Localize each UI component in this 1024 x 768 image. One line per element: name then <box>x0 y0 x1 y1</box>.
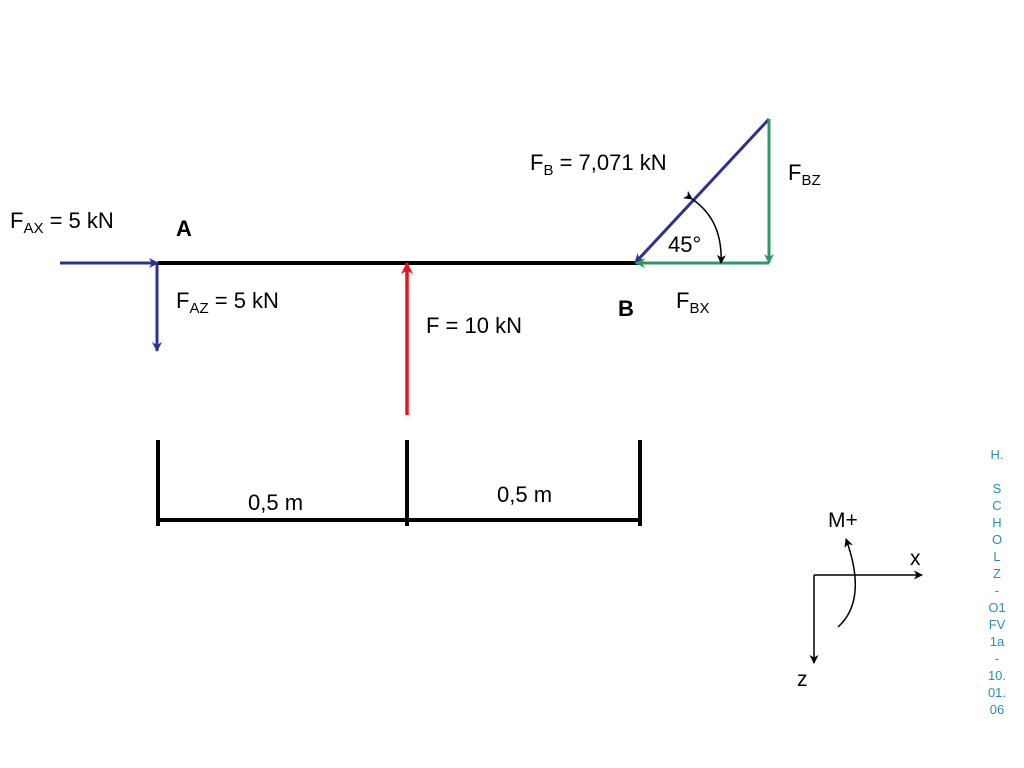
credit-line: S <box>992 481 1002 496</box>
fbz-label: FBZ <box>788 160 821 189</box>
x-axis-label: x <box>910 547 921 570</box>
point-a-label: A <box>176 216 192 241</box>
fbx-label: FBX <box>676 288 709 317</box>
credit-line: - <box>994 651 1000 666</box>
credit-line: H <box>992 515 1002 530</box>
credit-line: O1 <box>988 600 1006 615</box>
credit-line: O <box>991 532 1003 547</box>
moment-arrow <box>837 538 857 628</box>
point-b-label: B <box>618 296 634 321</box>
credit-line: H. <box>990 447 1004 462</box>
credit-line: - <box>994 583 1000 598</box>
coordinate-system: M+ x z <box>797 509 923 691</box>
z-axis-label: z <box>797 668 808 691</box>
credit-line: 01. <box>987 685 1007 700</box>
fax-label: FAX = 5 kN <box>10 208 114 237</box>
angle-arc <box>682 190 726 264</box>
faz-label: FAZ = 5 kN <box>176 288 279 317</box>
dimension-lines <box>156 440 642 526</box>
credit-line: Z <box>993 566 1001 581</box>
fb-label: FB = 7,071 kN <box>530 150 667 179</box>
credit-line: L <box>993 549 1001 564</box>
force-fb-arrow <box>633 117 771 265</box>
moment-label: M+ <box>828 509 858 532</box>
credit-line: C <box>992 498 1002 513</box>
dimension-right-label: 0,5 m <box>497 482 552 507</box>
credit-line: FV <box>988 617 1006 632</box>
credit-line <box>984 463 1010 480</box>
dimension-left-label: 0,5 m <box>248 490 303 515</box>
credit-line: 10. <box>987 668 1007 683</box>
f-label: F = 10 kN <box>426 313 522 338</box>
credit-line: 1a <box>989 634 1005 649</box>
angle-label: 45° <box>668 232 701 257</box>
credit-line: 06 <box>989 702 1005 717</box>
